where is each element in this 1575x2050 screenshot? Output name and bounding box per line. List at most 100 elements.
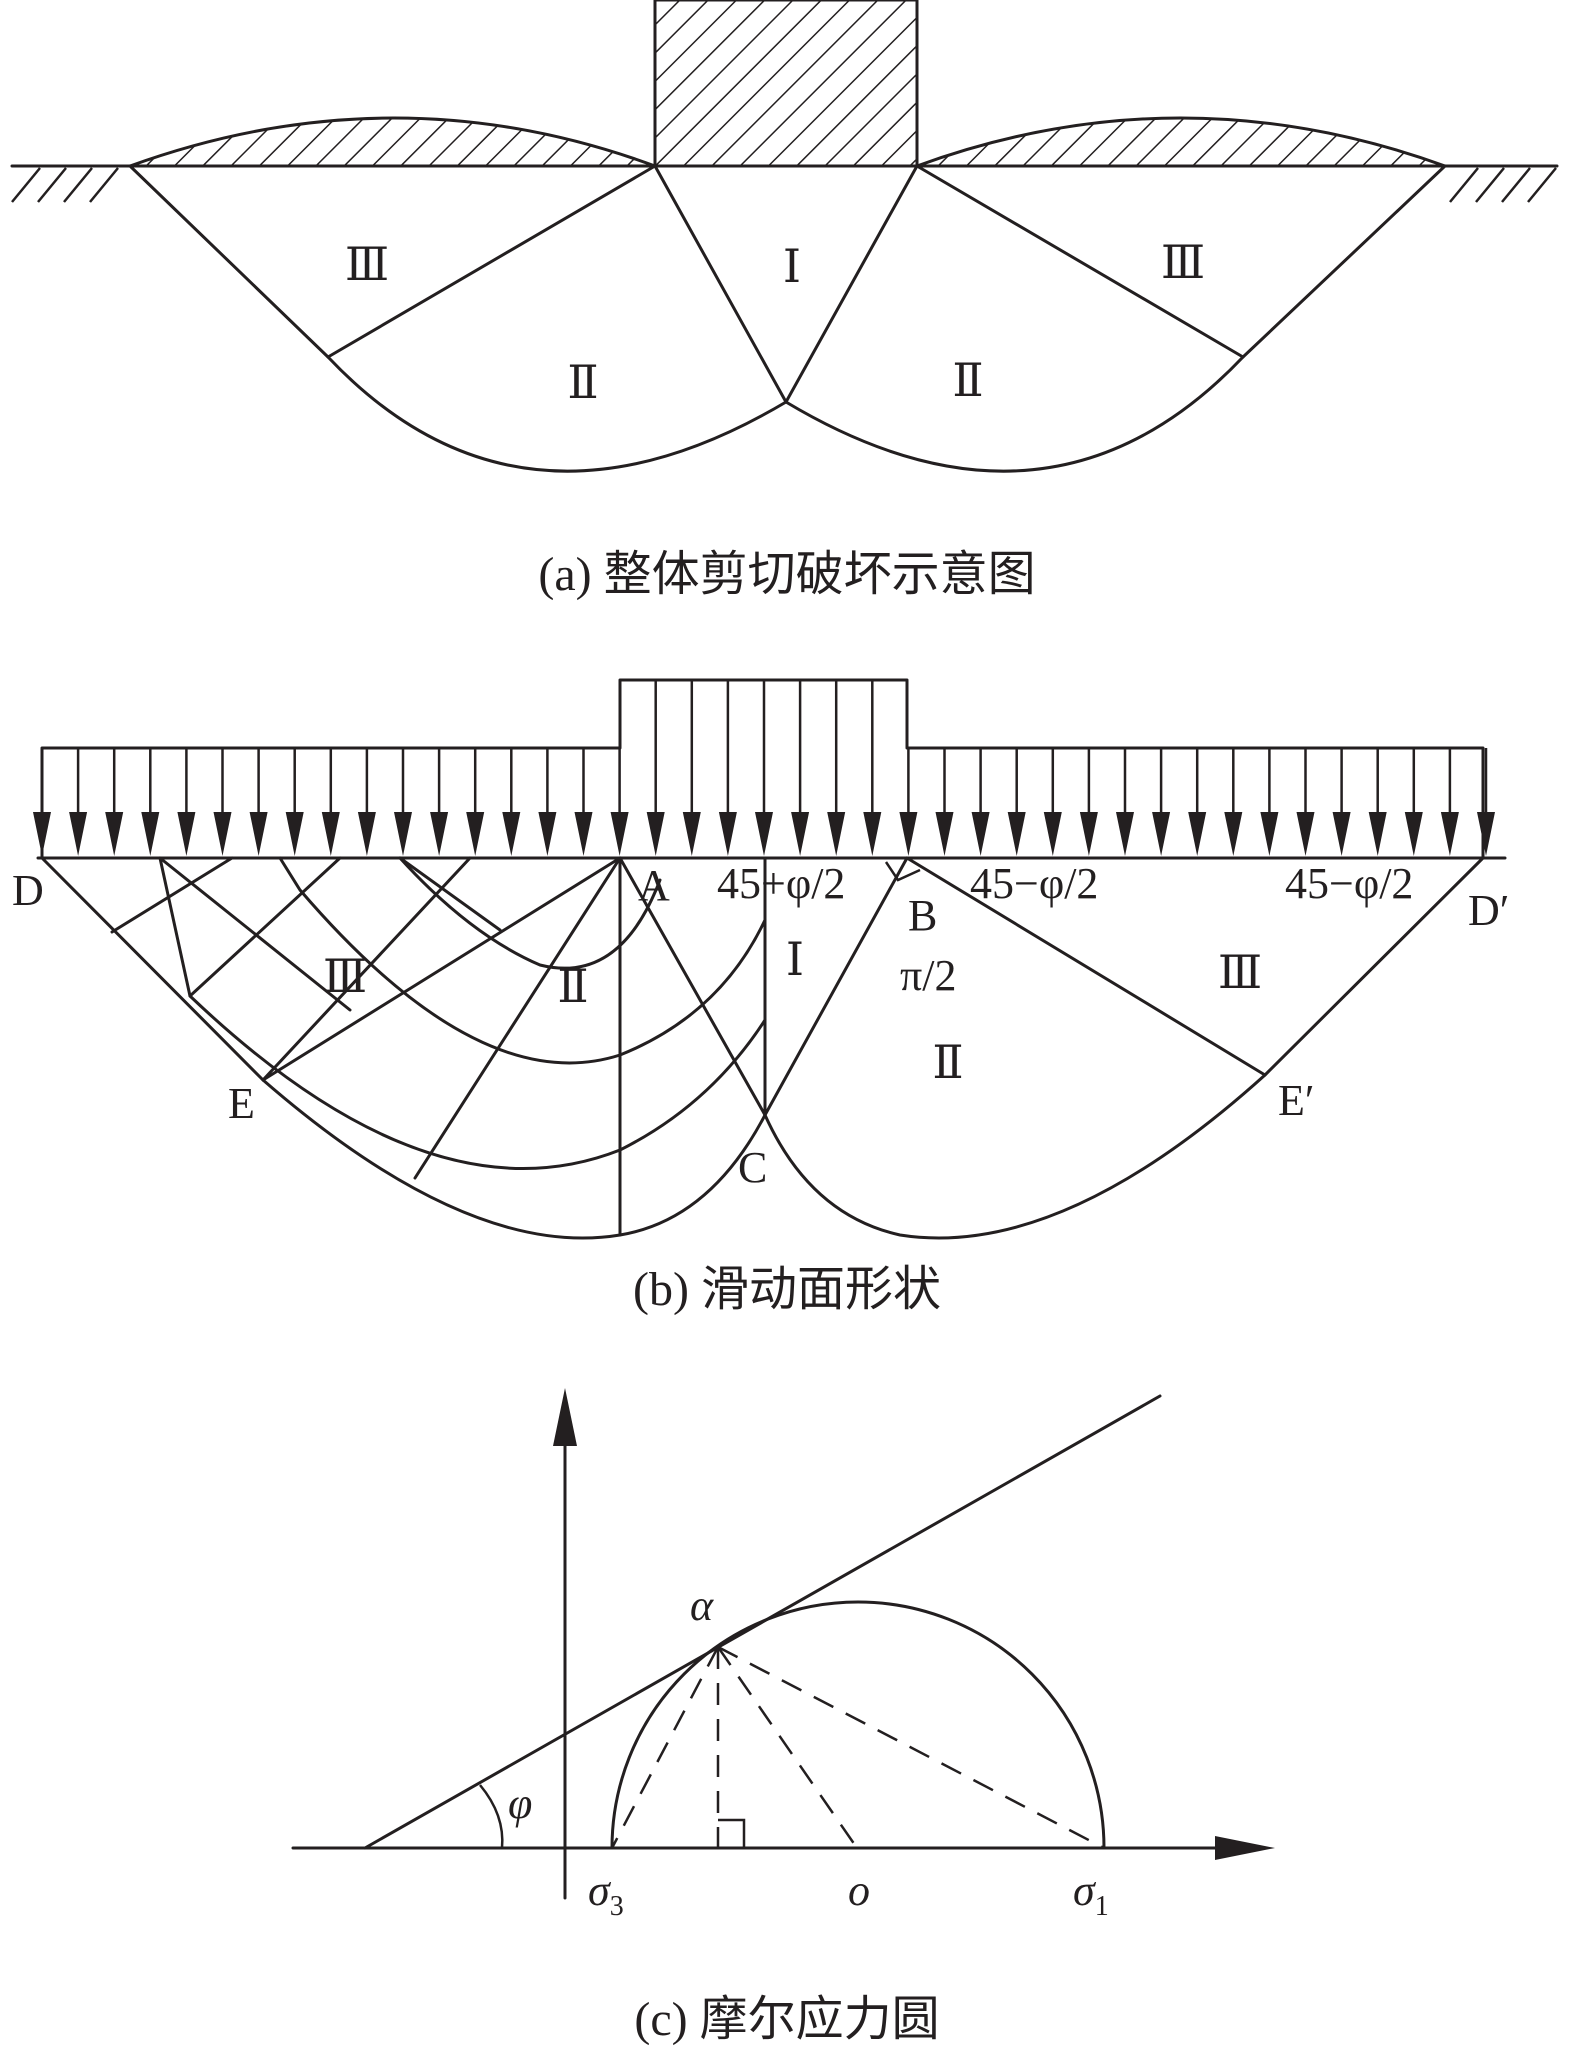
wedge-left-line xyxy=(653,164,788,404)
label-alpha: α xyxy=(690,1581,714,1630)
grid-line-3 xyxy=(261,856,472,1082)
load-arrow-head xyxy=(1007,812,1026,856)
panel-c-caption: (c) 摩尔应力圆 xyxy=(634,1993,939,2046)
load-arrow-head xyxy=(177,812,196,856)
load-arrow-head xyxy=(1188,812,1207,856)
angle-right: π/2 xyxy=(900,951,956,1000)
spiral-1 xyxy=(158,856,767,1170)
load-arrows xyxy=(33,680,1495,856)
sigma3-symbol: σ xyxy=(588,1866,612,1915)
load-arrow-head xyxy=(538,812,557,856)
radial-A-E xyxy=(261,856,622,1082)
load-arrow-head xyxy=(682,812,701,856)
heave-right xyxy=(916,116,1446,168)
right-angle-box xyxy=(718,1818,746,1848)
load-arrow-head xyxy=(466,812,485,856)
grid-line-5 xyxy=(398,856,502,932)
slip-surface-left xyxy=(40,856,767,1240)
radial-A-1 xyxy=(413,856,622,1180)
load-arrow-head xyxy=(249,812,268,856)
radial-B-E-prime xyxy=(905,856,1267,1077)
tau-axis-arrow xyxy=(553,1388,577,1446)
load-arrow-head xyxy=(1152,812,1171,856)
load-arrow-head xyxy=(1440,812,1459,856)
load-arrow-head xyxy=(33,812,51,856)
grid-line-1 xyxy=(110,856,234,934)
line-alpha-center xyxy=(716,1646,859,1849)
ground-hatch-right xyxy=(1449,167,1557,203)
zone-III-left-b: Ⅲ xyxy=(323,951,367,1002)
zone-II-left-b: Ⅱ xyxy=(557,961,588,1012)
panel-c-mohr-circle: α φ σ3 o σ1 (c) 摩尔应力圆 xyxy=(291,1388,1275,2046)
load-arrow-head xyxy=(285,812,304,856)
label-sigma1: σ1 xyxy=(1073,1866,1109,1922)
load-arrow-head xyxy=(1224,812,1243,856)
point-E-prime: E′ xyxy=(1278,1076,1315,1125)
zone-II-right-b: Ⅱ xyxy=(932,1037,963,1088)
load-arrow-head xyxy=(105,812,124,856)
sigma3-subscript: 3 xyxy=(610,1891,624,1922)
label-phi: φ xyxy=(508,1779,532,1828)
point-D-prime: D′ xyxy=(1468,886,1509,935)
zone-III-right-b: Ⅲ xyxy=(1218,947,1262,998)
point-A: A xyxy=(638,861,670,910)
zone-III-left: Ⅲ xyxy=(345,239,389,290)
zone-boundary-right xyxy=(915,164,1245,359)
point-B: B xyxy=(908,891,937,940)
right-angle-marker xyxy=(884,861,921,882)
load-arrow-head xyxy=(1043,812,1062,856)
line-alpha-sigma3 xyxy=(610,1646,720,1849)
load-arrow-head xyxy=(430,812,449,856)
phi-arc xyxy=(479,1784,504,1849)
wedge-right-line xyxy=(784,164,919,404)
point-D: D xyxy=(12,866,44,915)
load-arrow-head xyxy=(321,812,340,856)
line-alpha-sigma1 xyxy=(717,1645,1105,1850)
point-E: E xyxy=(228,1079,255,1128)
zone-I-b: Ⅰ xyxy=(786,934,804,985)
load-arrow-head xyxy=(1332,812,1351,856)
footing xyxy=(653,0,919,168)
load-arrow-head xyxy=(69,812,88,856)
panel-b-caption: (b) 滑动面形状 xyxy=(633,1263,941,1316)
sigma1-symbol: σ xyxy=(1073,1866,1097,1915)
zone-II-left: Ⅱ xyxy=(567,357,598,408)
slip-surface-right xyxy=(763,856,1485,1240)
spiral-2 xyxy=(278,856,767,1065)
load-arrow-head xyxy=(1116,812,1134,856)
load-arrow-head xyxy=(718,812,737,856)
angle-active-left: 45−φ/2 xyxy=(970,859,1098,908)
load-arrow-head xyxy=(213,812,232,856)
zone-I: Ⅰ xyxy=(783,241,801,292)
angle-passive: 45+φ/2 xyxy=(717,859,845,908)
load-arrow-head xyxy=(1404,812,1423,856)
label-center-o: o xyxy=(848,1866,870,1915)
mohr-circle xyxy=(610,1600,1106,1850)
zone-III-right: Ⅲ xyxy=(1161,237,1205,288)
load-arrow-head xyxy=(502,812,521,856)
label-sigma3: σ3 xyxy=(588,1866,624,1922)
angle-active-right: 45−φ/2 xyxy=(1285,859,1413,908)
load-arrow-head xyxy=(357,812,376,856)
slip-right-outer xyxy=(784,164,1447,473)
load-arrow-head xyxy=(971,812,990,856)
load-arrow-head xyxy=(1079,812,1098,856)
wedge-B-C xyxy=(763,856,909,1117)
load-arrow-head xyxy=(1368,812,1387,856)
panel-a-failure-diagram: Ⅲ Ⅰ Ⅲ Ⅱ Ⅱ (a) 整体剪切破坏示意图 xyxy=(10,0,1559,601)
zone-boundary-left xyxy=(326,164,657,359)
grid-line-4 xyxy=(158,856,352,1012)
zone-II-right: Ⅱ xyxy=(952,355,983,406)
panel-a-caption: (a) 整体剪切破坏示意图 xyxy=(538,548,1035,601)
slip-left-outer xyxy=(128,164,788,473)
load-arrow-head xyxy=(863,812,882,856)
grid-line-2 xyxy=(188,856,342,998)
load-arrow-head xyxy=(610,812,629,856)
load-arrow-head xyxy=(141,812,160,856)
load-arrow-head xyxy=(755,812,773,856)
load-arrow-head xyxy=(394,812,412,856)
sigma1-subscript: 1 xyxy=(1095,1891,1109,1922)
load-arrow-head xyxy=(899,812,918,856)
spiral-3 xyxy=(398,856,662,970)
